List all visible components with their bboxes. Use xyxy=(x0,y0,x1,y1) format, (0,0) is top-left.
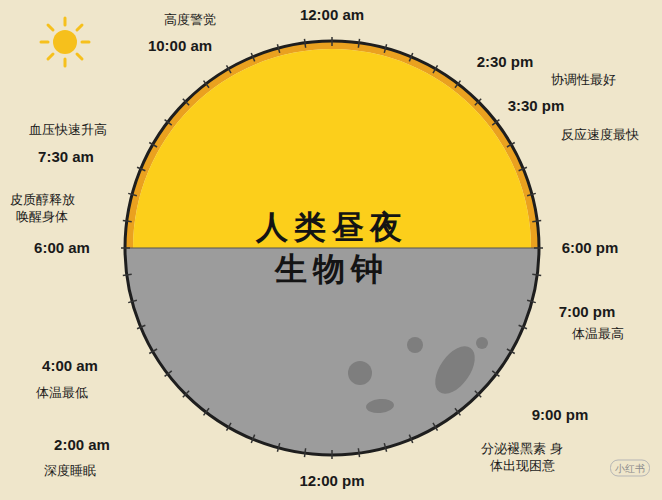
hour-tick xyxy=(277,443,279,452)
event-label: 深度睡眠 xyxy=(44,463,96,480)
hour-tick xyxy=(204,408,209,415)
hour-tick xyxy=(409,435,412,443)
time-label: 6:00 pm xyxy=(562,238,619,258)
night-half xyxy=(125,248,539,455)
hour-tick xyxy=(492,371,499,376)
time-label: 10:00 am xyxy=(148,36,212,56)
clock-circle: 人类昼夜生物钟 xyxy=(117,33,547,463)
hour-tick xyxy=(507,349,515,354)
clock-outline xyxy=(125,41,539,455)
hour-tick xyxy=(123,274,132,275)
time-label: 3:30 pm xyxy=(508,96,565,116)
hour-tick xyxy=(492,120,499,125)
hour-tick xyxy=(532,220,541,221)
hour-tick xyxy=(277,44,279,53)
event-label: 分泌褪黑素 身体出现困意 xyxy=(480,441,564,475)
time-label: 9:00 pm xyxy=(532,405,589,425)
time-label: 6:00 am xyxy=(34,238,90,258)
moon-crater xyxy=(407,337,423,353)
event-label: 反应速度最快 xyxy=(561,127,639,144)
hour-tick xyxy=(165,371,172,376)
time-label: 2:00 am xyxy=(54,435,110,455)
clock-title: 生物钟 xyxy=(275,252,389,287)
day-half xyxy=(133,49,531,248)
hour-tick xyxy=(137,325,145,328)
moon-crater xyxy=(427,339,483,400)
hour-tick xyxy=(475,391,481,397)
hour-tick xyxy=(433,423,438,431)
time-label: 12:00 am xyxy=(300,5,364,25)
hour-tick xyxy=(532,274,541,275)
hour-tick xyxy=(455,408,460,415)
moon-crater xyxy=(476,337,488,349)
sun-icon xyxy=(41,18,89,66)
sun-rays xyxy=(41,18,89,66)
hour-tick xyxy=(149,143,157,148)
hour-tick xyxy=(304,448,305,457)
hour-tick xyxy=(204,81,209,88)
day-rim xyxy=(125,41,539,248)
event-label: 体温最高 xyxy=(572,326,624,343)
hour-tick xyxy=(455,81,460,88)
event-label: 体温最低 xyxy=(36,385,88,402)
hour-tick xyxy=(128,300,137,302)
hour-tick xyxy=(384,443,386,452)
time-label: 2:30 pm xyxy=(477,52,534,72)
time-label: 4:00 am xyxy=(42,356,98,376)
hour-tick xyxy=(358,448,359,457)
hour-tick xyxy=(519,325,527,328)
hour-tick xyxy=(165,120,172,125)
hour-tick xyxy=(251,53,254,61)
hour-tick xyxy=(183,391,189,397)
hour-tick xyxy=(527,193,536,195)
hour-tick xyxy=(227,423,232,431)
event-label: 血压快速升高 xyxy=(29,122,107,139)
watermark: 小红书 xyxy=(610,460,650,477)
event-label: 皮质醇释放 唤醒身体 xyxy=(7,192,77,226)
moon-crater xyxy=(365,398,394,414)
sun-disc xyxy=(53,30,77,54)
clock-title: 人类昼夜 xyxy=(256,210,408,245)
hour-tick xyxy=(251,435,254,443)
hour-tick xyxy=(331,37,333,46)
hour-tick xyxy=(358,39,359,48)
hour-tick xyxy=(409,53,412,61)
time-label: 7:30 am xyxy=(38,147,94,167)
event-label: 协调性最好 xyxy=(551,72,616,89)
hour-tick xyxy=(534,247,543,249)
moon-crater xyxy=(348,361,372,385)
hour-tick xyxy=(149,349,157,354)
hour-tick xyxy=(519,167,527,170)
hour-tick xyxy=(384,44,386,53)
hour-tick xyxy=(227,65,232,73)
event-label: 高度警觉 xyxy=(164,12,216,29)
hour-tick xyxy=(123,220,132,221)
horizon-line xyxy=(125,248,539,249)
clock-face xyxy=(117,33,547,463)
hour-tick xyxy=(433,65,438,73)
hour-tick xyxy=(183,99,189,105)
hour-tick xyxy=(507,143,515,148)
hour-tick xyxy=(121,247,130,249)
hour-tick xyxy=(304,39,305,48)
hour-tick xyxy=(128,193,137,195)
hour-tick xyxy=(475,99,481,105)
hour-tick xyxy=(137,167,145,170)
time-label: 7:00 pm xyxy=(559,302,616,322)
hour-tick xyxy=(331,450,333,459)
time-label: 12:00 pm xyxy=(299,471,364,491)
hour-tick xyxy=(527,300,536,302)
